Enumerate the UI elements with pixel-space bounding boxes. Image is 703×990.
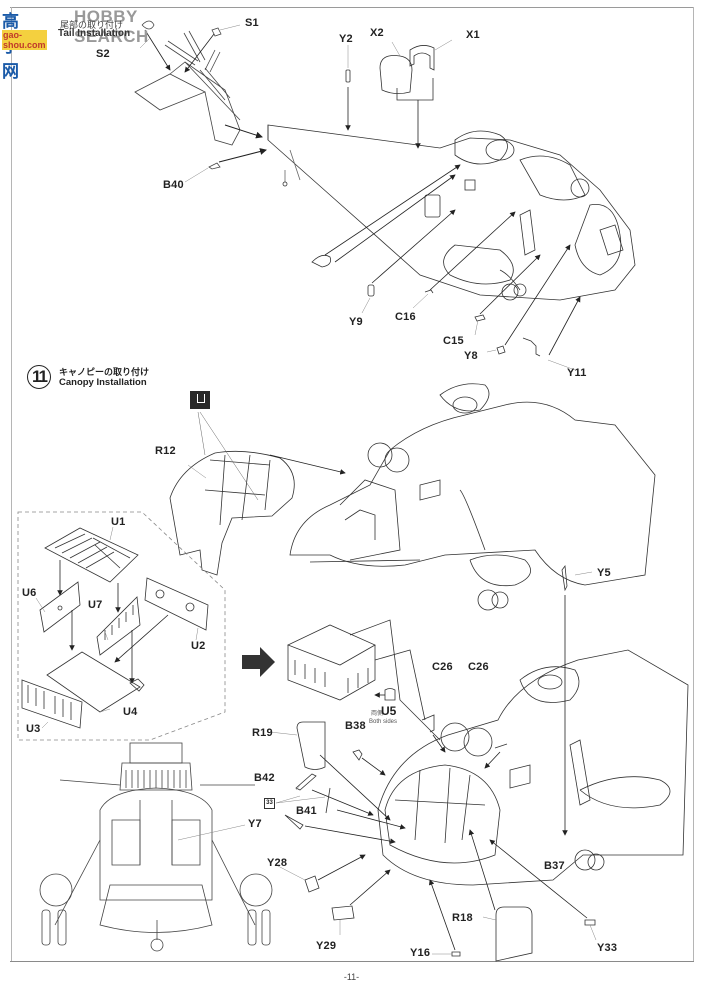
helicopter-final-assembly [269,564,689,962]
step-title-jp: キャノピーの取り付け [59,367,150,377]
part-label: U1 [111,516,126,528]
decal-number-badge: 33 [264,798,275,809]
u5-note-jp: 両側 [371,711,384,717]
u5-note-en: Both sides [369,719,398,725]
part-label: Y7 [248,818,262,830]
part-label: B37 [544,860,565,872]
part-label: Y33 [597,942,618,954]
part-label: S2 [96,48,110,60]
part-label: B38 [345,720,366,732]
part-label: Y16 [410,947,431,959]
tail-rotor-assembly [134,20,267,183]
part-label: C26 [468,661,489,673]
part-label-u5: U5 [381,704,397,718]
part-label: C15 [443,335,464,347]
page-border-right [693,7,694,962]
page-border-bottom [10,961,694,962]
part-label: C26 [432,661,453,673]
watermark-brand: HOBBY SEARCH [74,7,149,46]
part-label: Y29 [316,940,337,952]
step-number: 11 [27,365,51,389]
cement-icon [190,391,210,409]
fuselage-top-view [267,39,636,371]
part-label: C16 [395,311,416,323]
part-label: X1 [466,29,480,41]
part-label: U6 [22,587,37,599]
page-border-top [10,7,693,8]
part-label: Y28 [267,857,288,869]
part-label: U3 [26,723,41,735]
part-label: Y2 [339,33,353,45]
part-label: B40 [163,179,184,191]
part-label: Y8 [464,350,478,362]
previous-step-title-en: Tail Installation [58,28,131,39]
part-label: R18 [452,912,473,924]
part-label: B42 [254,772,275,784]
page-border-left [11,7,12,962]
subassembly-box [17,511,226,741]
step-title-en: Canopy Installation [59,377,147,388]
part-label: Y5 [597,567,611,579]
part-label: B41 [296,805,317,817]
part-label: U4 [123,706,138,718]
part-label: R12 [155,445,176,457]
part-label: U7 [88,599,103,611]
helicopter-front-view [39,742,273,952]
part-label: R19 [252,727,273,739]
page-number: -11- [343,972,360,982]
flow-arrow-icon [242,647,275,677]
part-label: U2 [191,640,206,652]
watermark-url: gao-shou.com [2,30,47,50]
part-label: X2 [370,27,384,39]
part-label: S1 [245,17,259,29]
part-label: Y11 [567,367,587,379]
helicopter-cockpit-view [289,383,656,611]
part-label: Y9 [349,316,363,328]
previous-step-title-jp: 尾部の取り付け [60,20,124,30]
canopy-r12-part [169,411,346,576]
